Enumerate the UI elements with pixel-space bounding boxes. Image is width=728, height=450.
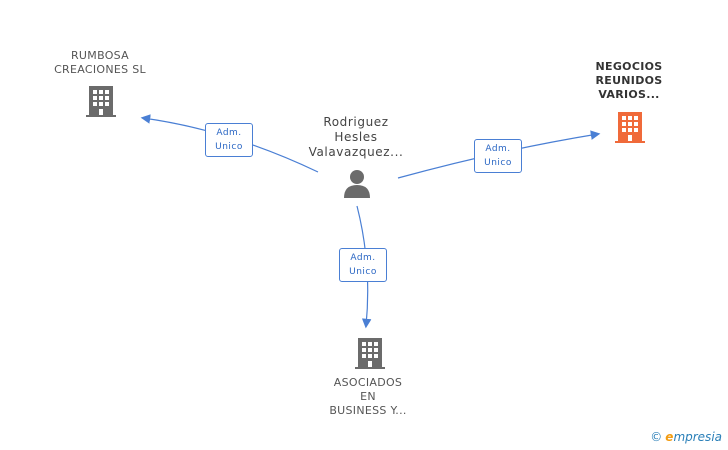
empresia-logo: ©empresia — [650, 430, 722, 444]
building-icon[interactable] — [354, 336, 386, 370]
company-label-line: ASOCIADOS — [333, 376, 403, 389]
company-label-asociados[interactable]: ASOCIADOS EN BUSINESS Y... — [304, 376, 432, 418]
building-icon[interactable] — [614, 110, 646, 144]
company-label-line: EN — [360, 390, 376, 403]
brand-initial: e — [665, 430, 674, 444]
company-label-line: BUSINESS Y... — [329, 404, 407, 417]
company-label-rumbosa[interactable]: RUMBOSA CREACIONES SL — [38, 49, 162, 77]
company-label-line: CREACIONES SL — [54, 63, 146, 76]
copyright-symbol: © — [650, 430, 663, 444]
edge-label-negocios[interactable]: Adm. Unico — [474, 139, 522, 173]
edge-label-rumbosa[interactable]: Adm. Unico — [205, 123, 253, 157]
edge-label-line: Unico — [349, 267, 377, 277]
brand-name: mpresia — [673, 430, 722, 444]
company-label-line: VARIOS... — [598, 88, 660, 101]
person-icon[interactable] — [342, 168, 372, 198]
company-label-negocios[interactable]: NEGOCIOS REUNIDOS VARIOS... — [570, 60, 688, 102]
company-label-line: NEGOCIOS — [595, 60, 663, 73]
edge-label-line: Unico — [484, 158, 512, 168]
edge-label-line: Adm. — [350, 253, 376, 263]
person-label-line: Rodriguez — [323, 115, 389, 129]
building-icon[interactable] — [85, 84, 117, 118]
person-label-line: Valavazquez... — [308, 145, 404, 159]
edge-label-line: Adm. — [485, 144, 511, 154]
person-label-line: Hesles — [334, 130, 378, 144]
company-label-line: RUMBOSA — [70, 49, 129, 62]
edge-label-line: Unico — [215, 142, 243, 152]
person-label[interactable]: Rodriguez Hesles Valavazquez... — [300, 115, 412, 160]
edge-label-line: Adm. — [216, 128, 242, 138]
edge-label-asociados[interactable]: Adm. Unico — [339, 248, 387, 282]
company-label-line: REUNIDOS — [595, 74, 663, 87]
